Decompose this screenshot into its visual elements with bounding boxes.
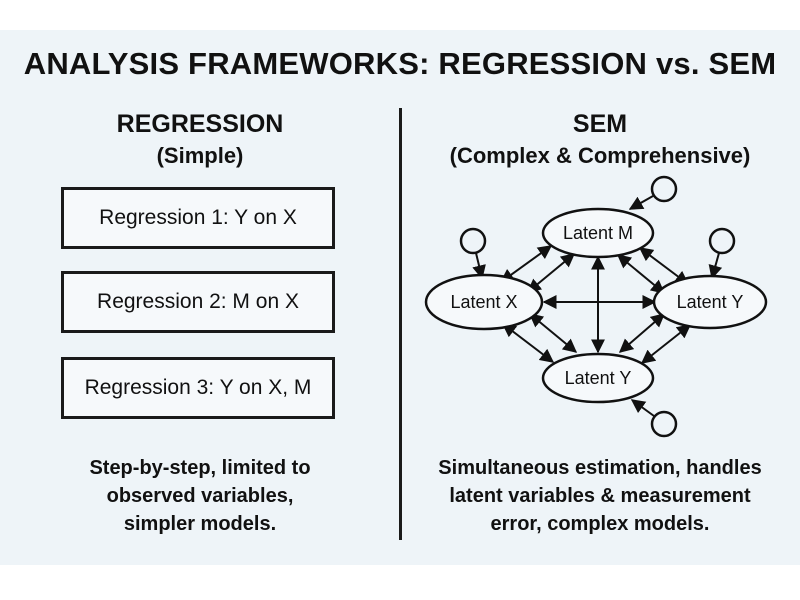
latent-node-label: Latent Y — [677, 292, 744, 312]
error-arrow — [628, 195, 654, 210]
sem-summary: Simultaneous estimation, handles latent … — [405, 454, 795, 538]
sem-heading-block: SEM (Complex & Comprehensive) — [410, 108, 790, 172]
sem-summary-line: latent variables & measurement — [449, 485, 751, 507]
latent-node-y-right — [652, 274, 768, 330]
regression-heading: REGRESSION — [116, 110, 284, 138]
page-title: ANALYSIS FRAMEWORKS: REGRESSION vs. SEM — [23, 46, 777, 81]
path-arrow — [499, 245, 553, 283]
path-arrow — [501, 323, 555, 363]
regression-box-3: Regression 3: Y on X, M — [61, 357, 335, 419]
path-arrow — [618, 313, 666, 353]
path-arrow — [526, 253, 576, 293]
regression-summary-line: Step-by-step, limited to — [89, 457, 311, 479]
error-term-circle — [650, 175, 678, 203]
latent-node-m — [541, 207, 655, 259]
error-term-circle — [650, 410, 678, 438]
sem-path-diagram: Latent M Latent X Latent Y Latent Y — [424, 175, 768, 438]
regression-subheading: (Simple) — [156, 143, 244, 168]
sem-summary-line: error, complex models. — [490, 513, 710, 535]
latent-node-label: Latent M — [563, 223, 633, 243]
error-term-circle — [459, 227, 487, 255]
regression-summary-line: observed variables, — [106, 485, 294, 507]
latent-node-x — [424, 273, 544, 331]
path-arrow — [616, 254, 666, 294]
path-arrow — [528, 313, 578, 353]
regression-box-1: Regression 1: Y on X — [61, 187, 335, 249]
latent-node-label: Latent X — [450, 292, 517, 312]
regression-box-2: Regression 2: M on X — [61, 271, 335, 333]
path-arrow — [640, 324, 692, 364]
error-term-circle — [708, 227, 736, 255]
latent-node-y-bottom — [541, 352, 655, 404]
regression-summary: Step-by-step, limited to observed variab… — [40, 454, 360, 538]
column-divider — [399, 108, 402, 540]
error-arrow — [708, 252, 723, 280]
regression-heading-block: REGRESSION (Simple) — [55, 108, 345, 172]
error-arrow — [630, 399, 655, 417]
sem-summary-line: Simultaneous estimation, handles — [438, 457, 762, 479]
latent-node-label: Latent Y — [565, 368, 632, 388]
sem-subheading: (Complex & Comprehensive) — [449, 143, 751, 168]
sem-heading: SEM — [572, 110, 628, 138]
regression-summary-line: simpler models. — [123, 513, 277, 535]
